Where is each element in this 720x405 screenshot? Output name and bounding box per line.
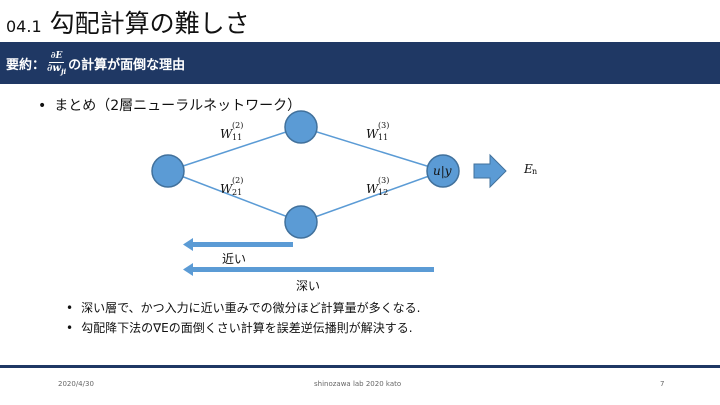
weight-base: W [366, 127, 379, 141]
hidden-node-top [284, 110, 318, 144]
note-item: • 深い層で、かつ入力に近い重みでの微分ほど計算量が多くなる. [66, 298, 420, 318]
summary-text: まとめ（2層ニューラルネットワーク） [54, 98, 302, 114]
weight-sup: (2) [232, 176, 244, 185]
note-text: 深い層で、かつ入力に近い重みでの微分ほど計算量が多くなる. [81, 301, 421, 315]
banner-prefix: 要約： [6, 57, 46, 73]
frac-den-sub: ji [60, 66, 67, 76]
near-arrow-shaft [192, 242, 293, 247]
output-node [426, 154, 460, 188]
partial-derivative-fraction: ∂E ∂wji [47, 50, 66, 75]
weight-sup: (2) [232, 121, 244, 130]
page-title: 勾配計算の難しさ [49, 9, 250, 38]
near-arrow-head [183, 238, 193, 251]
edge-in-top [167, 126, 302, 172]
input-node [151, 154, 185, 188]
edge-top-out [300, 126, 444, 172]
weight-sub: 12 [378, 188, 389, 197]
hidden-node-bottom [284, 205, 318, 239]
summary-bullet: • まとめ（2層ニューラルネットワーク） [38, 95, 301, 115]
note-bullet: • [66, 321, 74, 335]
weight-base: W [220, 182, 233, 196]
weight-base: W [366, 182, 379, 196]
output-node-label: u|y [433, 164, 452, 178]
footer-divider [0, 365, 720, 368]
output-arrow [473, 153, 507, 189]
note-item: • 勾配降下法の∇Eの面倒くさい計算を誤差逆伝播則が解決する. [66, 318, 420, 338]
weight-sup: (3) [378, 176, 390, 185]
note-bullet: • [66, 301, 74, 315]
notes-list: • 深い層で、かつ入力に近い重みでの微分ほど計算量が多くなる. • 勾配降下法の∇E… [66, 298, 420, 338]
bullet-dot: • [38, 98, 47, 114]
weight-label-w11-2: W (2) 11 [220, 122, 243, 142]
note-text: 勾配降下法の∇Eの面倒くさい計算を誤差逆伝播則が解決する. [81, 321, 413, 335]
section-number: 04.1 [6, 17, 42, 36]
deep-arrow-head [183, 263, 193, 276]
summary-banner: 要約： ∂E ∂wji の計算が面倒な理由 [0, 42, 720, 84]
edge-bottom-out [300, 170, 444, 223]
frac-numerator: ∂E [48, 50, 65, 63]
weight-sub: 11 [378, 133, 389, 142]
weight-sup: (3) [378, 121, 390, 130]
error-label: E n [524, 162, 537, 176]
edge-in-bottom [167, 170, 302, 223]
weight-label-w21-2: W (2) 21 [220, 177, 243, 197]
footer-center: shinozawa lab 2020 kato [314, 380, 402, 388]
title-row: 04.1 勾配計算の難しさ [6, 4, 250, 38]
banner-suffix: の計算が面倒な理由 [68, 57, 186, 73]
weight-label-w12-3: W (3) 12 [366, 177, 389, 197]
weight-base: W [220, 127, 233, 141]
deep-label: 深い [296, 279, 321, 293]
frac-denominator: ∂wji [47, 63, 66, 75]
error-sub: n [532, 167, 538, 176]
footer-date: 2020/4/30 [58, 380, 94, 388]
footer-page-number: 7 [660, 380, 665, 388]
frac-den-base: ∂w [47, 62, 61, 74]
near-label: 近い [222, 252, 247, 266]
weight-sub: 21 [232, 188, 243, 197]
weight-label-w11-3: W (3) 11 [366, 122, 389, 142]
weight-sub: 11 [232, 133, 243, 142]
error-base: E [524, 162, 533, 176]
deep-arrow-shaft [192, 267, 434, 272]
